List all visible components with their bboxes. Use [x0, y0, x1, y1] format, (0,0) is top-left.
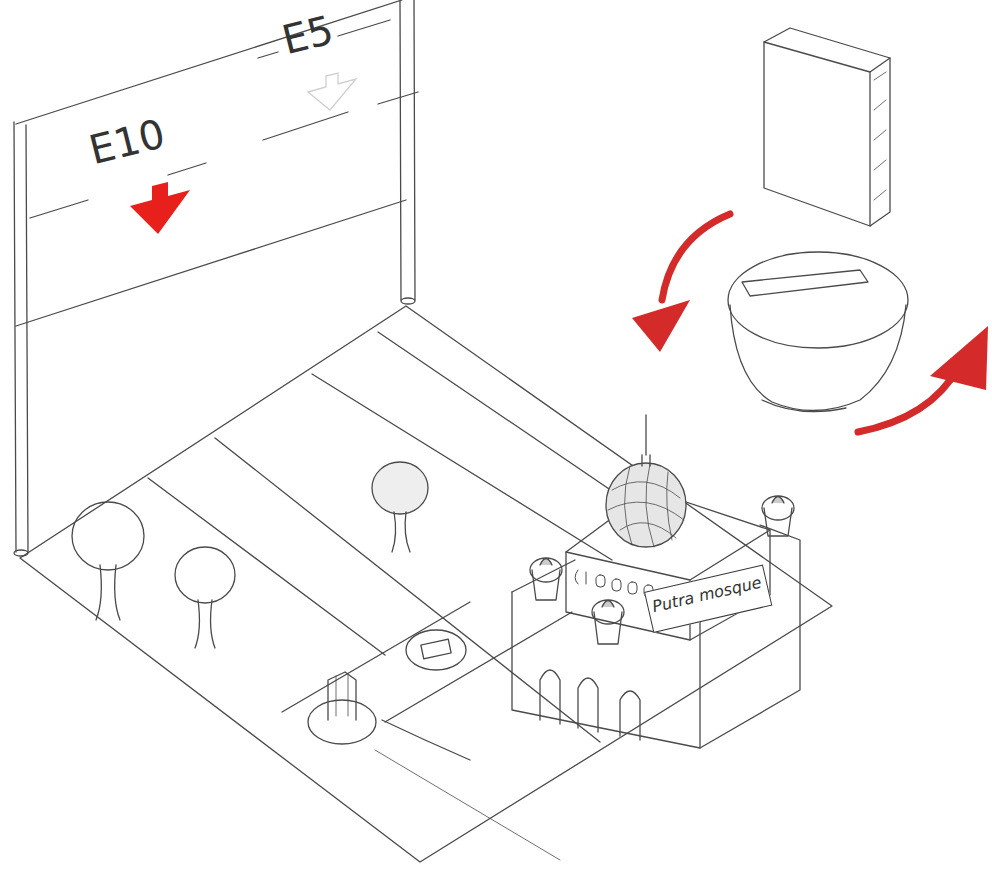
exit-label: E10	[84, 110, 169, 173]
rotation-arrowhead	[632, 300, 988, 390]
exit-label: E5	[277, 6, 337, 63]
sign-board	[8, 0, 428, 340]
tree	[72, 502, 144, 620]
plaque	[406, 630, 466, 670]
statue	[308, 672, 376, 744]
book-shape	[764, 28, 890, 226]
road-ground	[20, 306, 832, 862]
sign-text: Putra mosque	[650, 573, 763, 617]
tree	[372, 462, 428, 552]
tree	[175, 547, 235, 648]
toilet-bowl	[728, 252, 908, 412]
name-sign: Putra mosque	[644, 565, 772, 633]
overhead-sign: E10 E5	[8, 0, 428, 340]
rotation-arrow	[662, 214, 958, 432]
gantry-posts	[14, 0, 415, 556]
mosque-model	[512, 415, 800, 748]
